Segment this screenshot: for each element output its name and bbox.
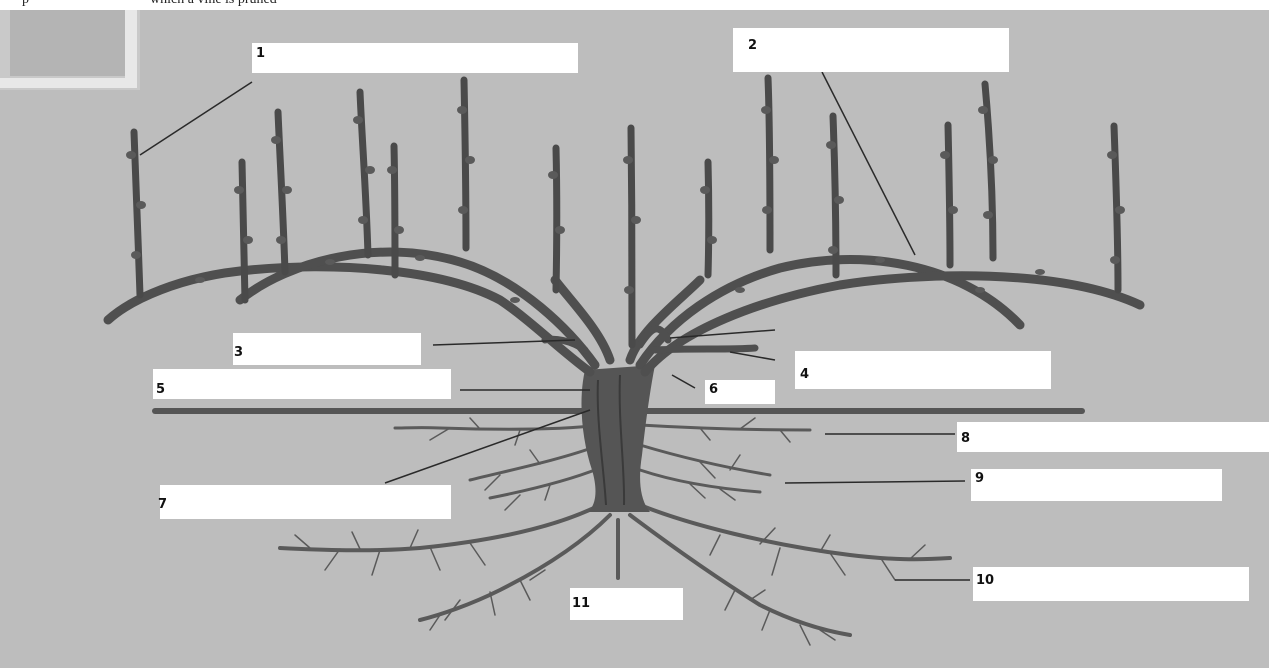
label-number-5: 5	[156, 383, 165, 397]
label-number-7: 7	[158, 498, 167, 512]
label-box-5[interactable]	[153, 369, 451, 399]
label-number-6: 6	[709, 383, 718, 397]
label-number-3: 3	[234, 346, 243, 360]
label-number-1: 1	[256, 47, 265, 61]
label-box-8[interactable]	[957, 422, 1269, 452]
label-box-10[interactable]	[973, 567, 1249, 601]
label-number-11: 11	[572, 597, 590, 611]
label-box-7[interactable]	[160, 485, 451, 519]
label-number-10: 10	[976, 574, 994, 588]
label-box-2[interactable]	[733, 28, 1009, 72]
label-box-4[interactable]	[795, 351, 1051, 389]
label-box-9[interactable]	[971, 469, 1222, 501]
label-number-9: 9	[975, 472, 984, 486]
label-number-8: 8	[961, 432, 970, 446]
label-box-1[interactable]	[252, 43, 578, 73]
label-number-2: 2	[748, 39, 757, 53]
label-box-3[interactable]	[233, 333, 421, 365]
label-number-4: 4	[800, 368, 809, 382]
